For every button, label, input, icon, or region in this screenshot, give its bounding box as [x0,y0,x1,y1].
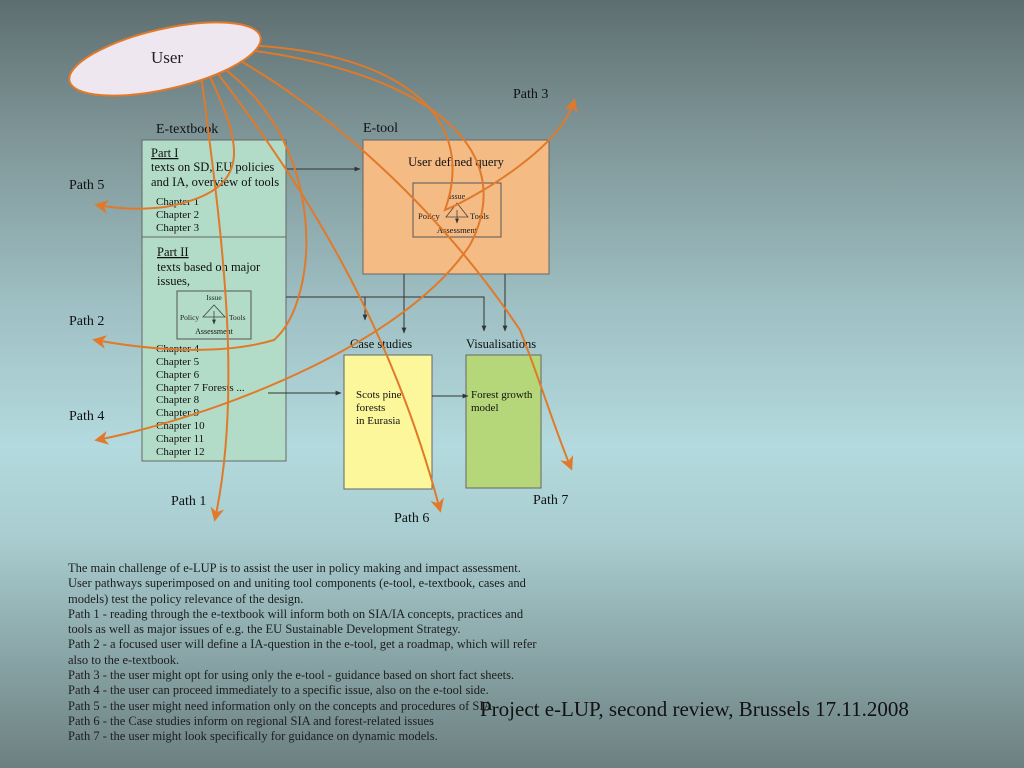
visualisations-box [465,354,542,489]
path-3-label: Path 3 [513,87,548,102]
etool-query-label: User defined query [408,155,505,169]
chapter-item: Chapter 10 [156,420,205,432]
part2-line: issues, [157,274,190,288]
path-6-line [211,65,444,513]
user-label: User [151,48,183,67]
description-line: Path 6 - the Case studies inform on regi… [68,713,434,728]
description-line: The main challenge of e-LUP is to assist… [68,561,521,575]
description-line: models) test the policy relevance of the… [68,591,304,606]
description-line: Path 2 - a focused user will define a IA… [68,637,537,652]
description-line: also to the e-textbook. [68,652,180,667]
part2-line: texts based on major [157,260,261,274]
path-6-label: Path 6 [394,511,429,526]
triangle-tools-label: Tools [470,211,489,221]
description-line: User pathways superimposed on and unitin… [68,576,526,591]
path-3-line [239,44,578,212]
chapter-item: Chapter 9 [156,407,200,419]
etextbook-title: E-textbook [156,122,218,137]
path-4-line [94,47,485,445]
chapter-item: Chapter 5 [156,356,200,368]
chapter-item: Chapter 7 Forests ... [156,382,245,394]
triangle-assessment-label: Assessment [195,327,234,336]
path-7-line [224,51,574,471]
case-studies-line: Scots pine [356,389,402,401]
path-7-label: Path 7 [533,493,568,508]
connector-part2-to-visualisations [286,296,487,332]
path-2-label: Path 2 [69,314,104,329]
path-1-label: Path 1 [171,494,206,509]
case-studies-line: in Eurasia [356,415,400,427]
triangle-issue-label: Issue [449,192,466,201]
description-line: Path 5 - the user might need information… [68,698,493,713]
slide-footer: Project e-LUP, second review, Brussels 1… [480,697,909,721]
visualisations-title: Visualisations [466,337,536,351]
description-line: tools as well as major issues of e.g. th… [68,622,461,637]
case-studies-box [343,354,433,490]
etool-title: E-tool [363,121,398,136]
part2-heading: Part II [157,245,189,259]
triangle-tools-label: Tools [229,313,246,322]
triangle-assessment-label: Assessment [437,225,478,235]
chapter-item: Chapter 11 [156,433,204,445]
visualisations-line: model [471,402,499,414]
description-text: The main challenge of e-LUP is to assist… [68,561,628,745]
description-line: Path 4 - the user can proceed immediatel… [68,683,489,698]
path-4-label: Path 4 [69,409,104,424]
path-5-line [94,65,235,214]
chapter-item: Chapter 2 [156,209,199,221]
triangle-issue-label: Issue [206,293,222,302]
description-line: Path 7 - the user might look specificall… [68,729,438,744]
visualisations-line: Forest growth [471,389,533,401]
case-studies-line: forests [356,402,385,414]
part1-heading: Part I [151,146,178,160]
path-1-line [199,65,230,522]
triangle-policy-label: Policy [180,313,199,322]
path-5-label: Path 5 [69,178,104,193]
chapter-item: Chapter 12 [156,446,205,458]
description-line: Path 3 - the user might opt for using on… [68,668,515,683]
user-ellipse [68,21,262,97]
chapter-item: Chapter 3 [156,222,200,234]
path-2-line [92,61,308,351]
chapter-item: Chapter 1 [156,196,199,208]
chapter-item: Chapter 6 [156,369,200,381]
description-line: Path 1 - reading through the e-textbook … [68,606,524,621]
chapter-item: Chapter 8 [156,394,200,406]
